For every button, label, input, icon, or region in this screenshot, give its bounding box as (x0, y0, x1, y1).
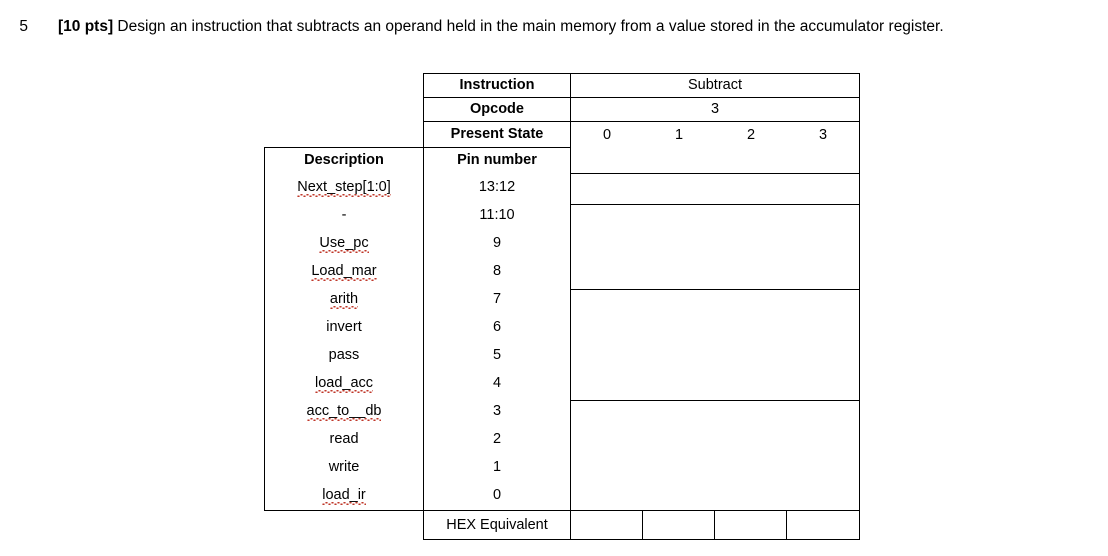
present-state-value-2: 2 (746, 126, 756, 143)
question-statement: Design an instruction that subtracts an … (113, 18, 944, 35)
description-cell-5: invert (264, 313, 424, 342)
description-cell-8: acc_to__db (264, 397, 424, 426)
description-text-11: load_ir (322, 486, 366, 505)
description-cell-7: load_acc (264, 369, 424, 398)
description-text-0: Next_step[1:0] (297, 178, 391, 197)
present-state-label-cell: Present State (423, 121, 571, 148)
pin-cell-6: 5 (423, 341, 571, 370)
question-text-container: [10 pts] Design an instruction that subt… (58, 14, 944, 40)
present-state-value-0: 0 (602, 126, 612, 143)
pin-cell-3: 8 (423, 257, 571, 286)
question-points: [10 pts] (58, 18, 114, 35)
answer-block-1[interactable] (570, 204, 860, 290)
present-state-value-1: 1 (674, 126, 684, 143)
description-text-2: Use_pc (319, 234, 369, 253)
description-text-8: acc_to__db (306, 402, 382, 421)
answer-block-3[interactable] (570, 400, 860, 511)
answer-block-2[interactable] (570, 289, 860, 401)
question-row: 5 [10 pts] Design an instruction that su… (0, 14, 1070, 40)
hex-equivalent-cell-2[interactable] (714, 510, 787, 540)
description-cell-10: write (264, 453, 424, 482)
description-text-9: read (329, 431, 359, 448)
pin-cell-1: 11:10 (423, 201, 571, 230)
description-cell-6: pass (264, 341, 424, 370)
header-answer-spacer-cell (570, 147, 860, 174)
hex-equivalent-cell-3[interactable] (786, 510, 860, 540)
pin-cell-9: 2 (423, 425, 571, 454)
description-text-4: arith (329, 290, 359, 309)
hex-equivalent-label-cell: HEX Equivalent (423, 510, 571, 540)
description-text-5: invert (326, 319, 362, 336)
pin-cell-7: 4 (423, 369, 571, 398)
hex-equivalent-cell-0[interactable] (570, 510, 643, 540)
opcode-value-cell: 3 (570, 97, 860, 122)
pin-cell-5: 6 (423, 313, 571, 342)
pin-cell-11: 0 (423, 481, 571, 511)
opcode-label-cell: Opcode (423, 97, 571, 122)
pin-cell-0: 13:12 (423, 173, 571, 202)
description-cell-4: arith (264, 285, 424, 314)
description-cell-11: load_ir (264, 481, 424, 511)
question-number: 5 (19, 18, 28, 35)
instruction-label-cell: Instruction (423, 73, 571, 98)
description-text-7: load_acc (314, 374, 374, 393)
pin-number-header-cell: Pin number (423, 147, 571, 174)
description-cell-0: Next_step[1:0] (264, 173, 424, 202)
pin-cell-2: 9 (423, 229, 571, 258)
question-block: 5 [10 pts] Design an instruction that su… (0, 14, 1070, 40)
pin-cell-8: 3 (423, 397, 571, 426)
answer-block-0[interactable] (570, 173, 860, 205)
description-text-3: Load_mar (311, 262, 377, 281)
description-text-1: - (341, 207, 347, 224)
hex-equivalent-cell-1[interactable] (642, 510, 715, 540)
description-cell-3: Load_mar (264, 257, 424, 286)
description-cell-1: - (264, 201, 424, 230)
description-cell-2: Use_pc (264, 229, 424, 258)
instruction-value-cell: Subtract (570, 73, 860, 98)
pin-cell-4: 7 (423, 285, 571, 314)
description-cell-9: read (264, 425, 424, 454)
description-text-10: write (328, 459, 360, 476)
instruction-design-table: Instruction Subtract Opcode 3 Present St… (264, 73, 860, 543)
present-state-values-cell: 0 1 2 3 (570, 121, 860, 148)
description-header-cell: Description (264, 147, 424, 174)
present-state-value-3: 3 (818, 126, 828, 143)
description-text-6: pass (328, 347, 360, 364)
pin-cell-10: 1 (423, 453, 571, 482)
